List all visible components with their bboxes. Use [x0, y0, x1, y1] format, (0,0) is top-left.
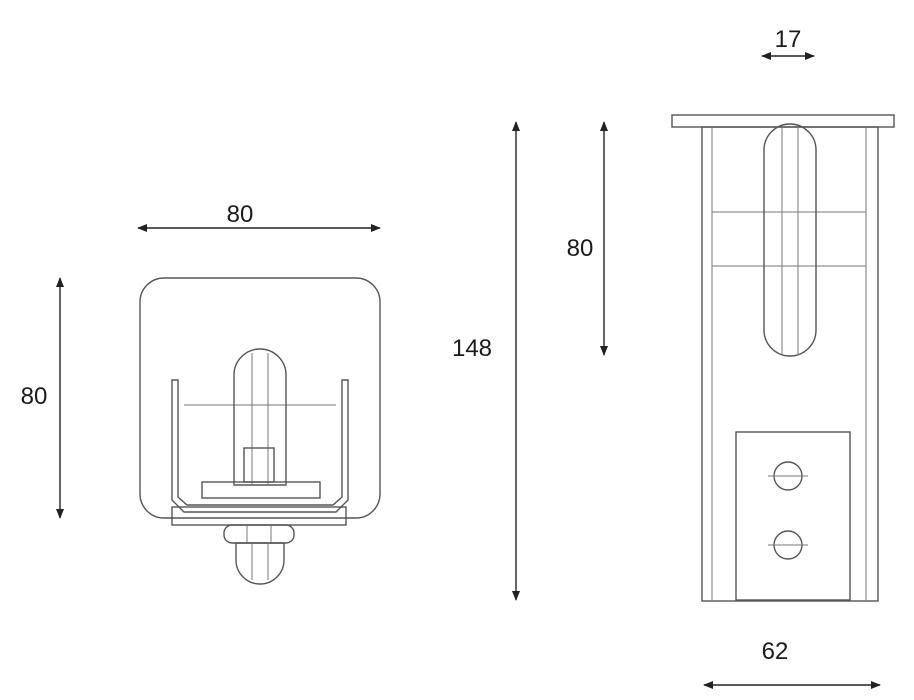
upper-height-label: 80: [567, 235, 594, 262]
front-plate-outline: [139, 277, 381, 519]
front-height-label: 80: [21, 383, 48, 410]
u-channel: [171, 379, 349, 513]
front-view: 80 80: [21, 201, 381, 585]
lower-roller: [235, 542, 285, 585]
front-width-label: 80: [227, 201, 254, 228]
mounting-flange: [171, 506, 347, 526]
front-roller: [233, 348, 287, 486]
side-width-label: 62: [762, 638, 789, 665]
side-roller: [763, 123, 817, 357]
hex-nut: [223, 524, 295, 544]
inner-base: [201, 481, 321, 499]
thickness-label: 17: [775, 26, 802, 53]
axle-block: [243, 447, 275, 483]
side-view: 17 148 80 62: [452, 26, 895, 689]
lower-plate: [735, 431, 851, 601]
side-body: [701, 126, 879, 602]
total-height-label: 148: [452, 335, 492, 362]
